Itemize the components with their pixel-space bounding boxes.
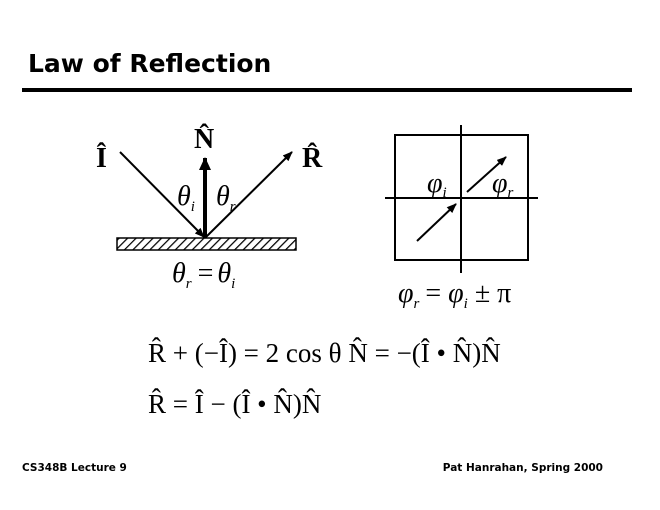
- footer-author: Pat Hanrahan, Spring 2000: [443, 462, 603, 474]
- theta-i-label: θi: [177, 181, 195, 215]
- reflection-diagram: Î N̂ R̂ θi θr θr=θi: [96, 124, 323, 292]
- reflected-azimuth-arrow: [466, 156, 507, 193]
- incident-azimuth-arrow: [416, 203, 457, 242]
- reflected-label: R̂: [302, 143, 323, 174]
- slide-title: Law of Reflection: [28, 49, 271, 78]
- equation-reflection-sum: R̂ + (−Î) = 2 cos θ N̂ = −(Î • N̂)N̂: [148, 338, 501, 368]
- law-equation: θr=θi: [172, 258, 235, 292]
- mirror-surface: [116, 237, 297, 251]
- incident-label: Î: [96, 143, 107, 174]
- reflected-ray: [204, 151, 293, 239]
- phi-r-label: φr: [492, 168, 514, 201]
- normal-label: N̂: [194, 124, 214, 155]
- theta-r-label: θr: [216, 181, 236, 215]
- azimuth-diagram: φi φr φr= φi ± π: [385, 125, 538, 312]
- incident-ray: [119, 151, 205, 238]
- equation-reflection-vector: R̂ = Î − (Î • N̂)N̂: [148, 389, 321, 419]
- phi-i-label: φi: [427, 168, 447, 201]
- footer-lecture: CS348B Lecture 9: [22, 462, 127, 474]
- azimuth-equation: φr= φi ± π: [398, 278, 511, 312]
- title-rule: [22, 88, 632, 92]
